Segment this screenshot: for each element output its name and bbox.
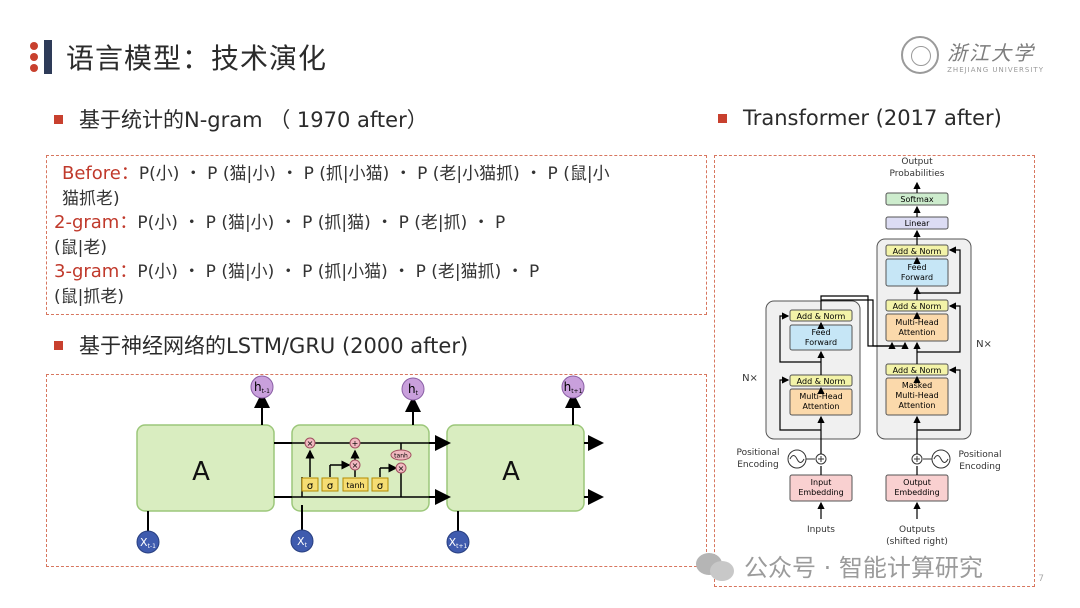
op-add-cell-label: + — [352, 439, 359, 448]
title-bar: 语言模型：技术演化 — [28, 40, 328, 75]
tf-linear-label: Linear — [905, 219, 931, 228]
tf-softmax-label: Softmax — [900, 195, 933, 204]
before-formula-cont: 猫抓老) — [62, 188, 120, 209]
watermark-text: 公众号 · 智能计算研究 — [744, 554, 983, 582]
op-mul-output-label: × — [398, 464, 405, 473]
gate-output-label: σ — [377, 481, 384, 492]
bigram-label: 2-gram： — [54, 212, 138, 233]
node-x-prev — [136, 530, 160, 554]
gate-input-label: σ — [327, 481, 334, 492]
op-mul-forget-label: × — [307, 439, 314, 448]
before-label: Before： — [62, 163, 139, 184]
op-add-cell — [349, 437, 361, 449]
trigram-formula: P(小) ・ P (猫|小) ・ P (抓|小猫) ・ P (老|猫抓) ・ P — [137, 262, 540, 282]
lstm-cell-left-label: A — [192, 457, 210, 487]
node-x-curr — [290, 529, 314, 553]
node-h-curr — [401, 377, 425, 401]
enc-add-norm-top-label: Add & Norm — [797, 312, 846, 321]
before-formula: P(小) ・ P (猫|小) ・ P (抓|小猫) ・ P (老|小猫抓) ・ … — [138, 164, 610, 184]
op-mul-input-label: × — [352, 461, 359, 470]
op-tanh-cell-label: tanh — [394, 453, 408, 460]
university-logo: 浙江大学 ZHEJIANG UNIVERSITY — [901, 36, 1044, 74]
node-x-next — [446, 530, 470, 554]
title-dots-icon — [28, 40, 40, 74]
trigram-formula-cont: (鼠|抓老) — [54, 286, 124, 307]
gate-forget — [301, 477, 319, 492]
node-x-curr-label: Xt — [297, 535, 308, 549]
op-mul-forget — [304, 437, 316, 449]
university-seal-icon — [901, 36, 940, 74]
bullet-square-icon — [718, 113, 727, 123]
node-h-prev — [250, 375, 274, 399]
wechat-watermark: 公众号 · 智能计算研究 — [696, 548, 983, 583]
lstm-cell-right-label: A — [502, 457, 520, 487]
encoder-nx: N× — [742, 373, 758, 384]
node-h-next-label: ht+1 — [564, 380, 583, 395]
lstm-cell-right — [446, 424, 585, 512]
page-number: 7 — [1038, 574, 1044, 584]
node-x-next-label: Xt+1 — [449, 536, 468, 550]
lstm-cell-left — [136, 424, 275, 512]
transformer-heading: Transformer (2017 after) — [718, 106, 1002, 130]
ngram-heading-text: 基于统计的N-gram （ 1970 after） — [79, 108, 428, 132]
bullet-square-icon — [54, 114, 63, 124]
lstm-frame — [46, 374, 707, 567]
node-h-next — [561, 375, 585, 399]
wechat-icon — [696, 551, 736, 581]
node-h-prev-label: ht-1 — [254, 380, 270, 395]
dec-add-norm-top-label: Add & Norm — [893, 247, 942, 256]
title-bar-accent — [44, 40, 52, 74]
node-x-prev-label: Xt-1 — [140, 536, 156, 550]
trigram-label: 3-gram： — [54, 261, 138, 282]
university-name-cn: 浙江大学 — [947, 40, 1036, 65]
ngram-heading: 基于统计的N-gram （ 1970 after） — [54, 104, 428, 134]
gate-tanh-label: tanh — [346, 481, 364, 490]
lstm-heading-text: 基于神经网络的LSTM/GRU (2000 after) — [79, 334, 469, 358]
enc-add-norm-bottom-label: Add & Norm — [797, 377, 846, 386]
bigram-formula-cont: (鼠|老) — [54, 237, 107, 258]
ngram-formulas: Before：P(小) ・ P (猫|小) ・ P (抓|小猫) ・ P (老|… — [54, 162, 704, 309]
gate-forget-label: σ — [307, 481, 314, 492]
node-h-curr-label: ht — [408, 382, 419, 397]
op-mul-input — [349, 459, 361, 471]
gate-tanh — [342, 477, 369, 492]
bigram-formula: P(小) ・ P (猫|小) ・ P (抓|猫) ・ P (老|抓) ・ P — [137, 213, 506, 233]
tf-inputs-label: Inputs — [807, 525, 835, 535]
op-mul-output — [395, 462, 407, 474]
lstm-heading: 基于神经网络的LSTM/GRU (2000 after) — [54, 330, 468, 360]
transformer-heading-text: Transformer (2017 after) — [743, 106, 1002, 130]
gate-output — [371, 477, 389, 492]
decoder-nx: N× — [976, 339, 992, 350]
op-tanh-cell — [390, 449, 412, 461]
bullet-square-icon — [54, 340, 63, 350]
transformer-frame — [714, 155, 1035, 587]
slide-title: 语言模型：技术演化 — [66, 42, 328, 75]
gate-input — [321, 477, 339, 492]
ngram-frame — [46, 155, 707, 315]
dec-add-norm-mid-label: Add & Norm — [893, 302, 942, 311]
university-name-en: ZHEJIANG UNIVERSITY — [947, 65, 1044, 74]
dec-add-norm-bottom-label: Add & Norm — [893, 366, 942, 375]
tf-outputs-label: Outputs(shifted right) — [886, 525, 948, 547]
